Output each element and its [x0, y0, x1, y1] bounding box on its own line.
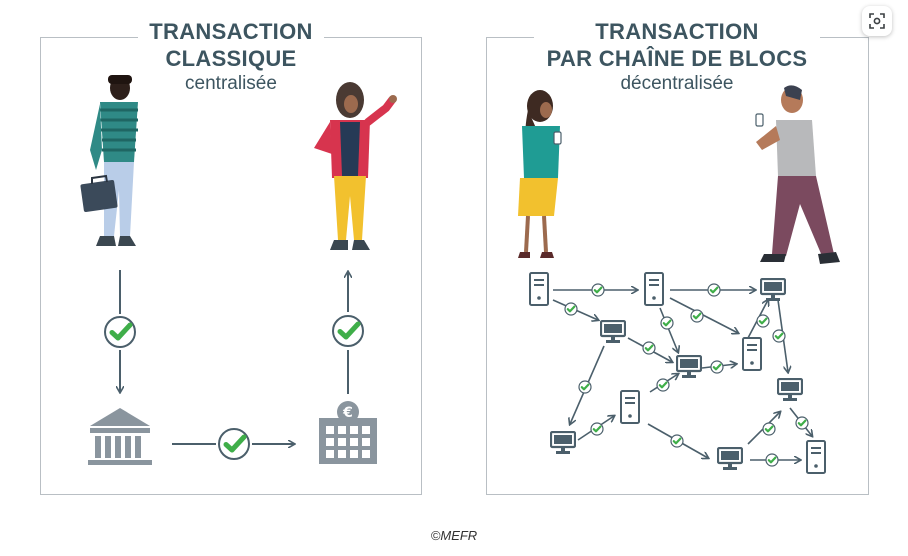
euro-bank-icon: €	[319, 401, 377, 464]
bank-icon	[88, 408, 152, 465]
left-down-checkmark-icon	[105, 317, 135, 347]
man-with-briefcase-person-icon	[90, 75, 138, 246]
woman-pointing-person-icon	[314, 82, 397, 250]
blockchain-title: TRANSACTION PAR CHAÎNE DE BLOCS décentra…	[534, 18, 820, 96]
checkmark-icon	[772, 329, 786, 343]
lens-search-button[interactable]	[862, 6, 892, 36]
server-icon	[620, 390, 640, 424]
checkmark-icon	[642, 341, 656, 355]
blockchain-subtitle: décentralisée	[620, 73, 734, 94]
phone-icon	[553, 131, 562, 145]
computer-icon	[717, 447, 743, 471]
computer-icon	[676, 355, 702, 379]
centralized-title-line1: TRANSACTION	[149, 19, 313, 44]
checkmark-icon	[707, 283, 721, 297]
briefcase-icon	[80, 174, 118, 212]
centralized-title-line2: CLASSIQUE	[165, 46, 297, 71]
centralized-subtitle: centralisée	[185, 73, 277, 94]
computer-icon	[760, 278, 786, 302]
checkmark-icon	[656, 378, 670, 392]
checkmark-icon	[670, 434, 684, 448]
woman-with-phone-person-icon	[518, 90, 560, 258]
checkmark-icon	[578, 380, 592, 394]
image-credit: ©MEFR	[430, 528, 478, 543]
bank-transfer-checkmark-icon	[219, 429, 249, 459]
checkmark-icon	[690, 309, 704, 323]
checkmark-icon	[591, 283, 605, 297]
svg-text:€: €	[342, 405, 353, 421]
server-icon	[529, 272, 549, 306]
checkmark-icon	[762, 422, 776, 436]
checkmark-icon	[590, 422, 604, 436]
centralized-title: TRANSACTION CLASSIQUE centralisée	[138, 18, 324, 96]
server-icon	[742, 337, 762, 371]
server-icon	[644, 272, 664, 306]
computer-icon	[550, 431, 576, 455]
right-up-checkmark-icon	[333, 316, 363, 346]
checkmark-icon	[660, 316, 674, 330]
checkmark-icon	[795, 416, 809, 430]
checkmark-icon	[756, 314, 770, 328]
computer-icon	[600, 320, 626, 344]
blockchain-title-line2: PAR CHAÎNE DE BLOCS	[546, 46, 808, 71]
checkmark-icon	[765, 453, 779, 467]
computer-icon	[777, 378, 803, 402]
server-icon	[806, 440, 826, 474]
lens-search-icon	[869, 13, 885, 29]
blockchain-title-line1: TRANSACTION	[595, 19, 759, 44]
man-walking-person-icon	[755, 85, 840, 264]
checkmark-icon	[710, 360, 724, 374]
checkmark-icon	[564, 302, 578, 316]
